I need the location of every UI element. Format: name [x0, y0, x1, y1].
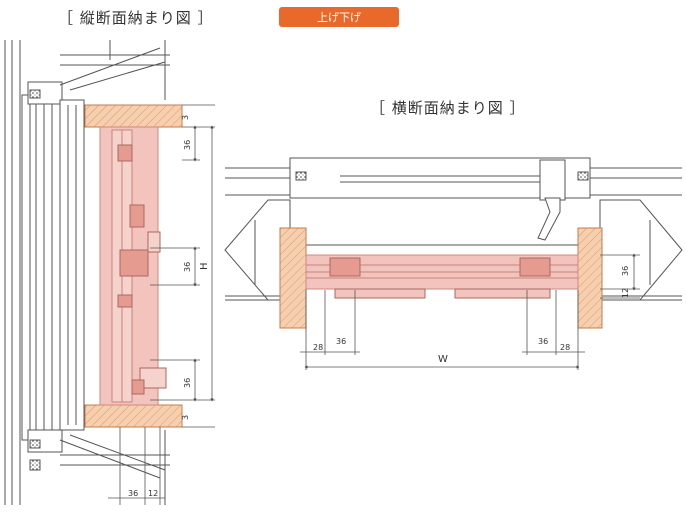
dim-right-edge: 28 — [560, 343, 570, 352]
dim-left-rail: 36 — [336, 337, 346, 346]
bottom-wood-block — [84, 404, 183, 428]
horizontal-shade-frame — [305, 254, 579, 299]
horizontal-dimensions — [300, 253, 640, 370]
dim-left-edge: 28 — [313, 343, 323, 352]
dim-bottom-depth: 36 — [128, 489, 138, 498]
dim-upper-rail: 36 — [183, 140, 192, 150]
vertical-shade-frame — [99, 126, 167, 406]
horizontal-section-title: ［ 横断面納まり図 ］ — [370, 99, 526, 117]
dim-bottom-gap: 3 — [181, 415, 190, 420]
dim-bottom-offset: 12 — [148, 489, 158, 498]
dim-right-rail: 36 — [538, 337, 548, 346]
operation-badge: 上げ下げ — [279, 7, 399, 27]
dim-width: W — [438, 354, 448, 365]
dim-depth: 36 — [621, 266, 630, 276]
dim-top-gap: 3 — [181, 115, 190, 120]
horizontal-section — [224, 157, 683, 301]
right-wood-block — [577, 227, 603, 329]
top-wood-block — [84, 104, 183, 128]
badge-label: 上げ下げ — [317, 11, 361, 24]
vertical-section-title: ［ 縦断面納まり図 ］ — [58, 9, 214, 27]
dim-offset: 12 — [621, 288, 630, 298]
vertical-dimensions — [108, 104, 215, 505]
dim-height: H — [199, 262, 210, 270]
left-wood-block — [279, 227, 307, 329]
dim-lower-rail: 36 — [183, 378, 192, 388]
vertical-section — [4, 40, 170, 505]
dim-middle-rail: 36 — [183, 262, 192, 272]
